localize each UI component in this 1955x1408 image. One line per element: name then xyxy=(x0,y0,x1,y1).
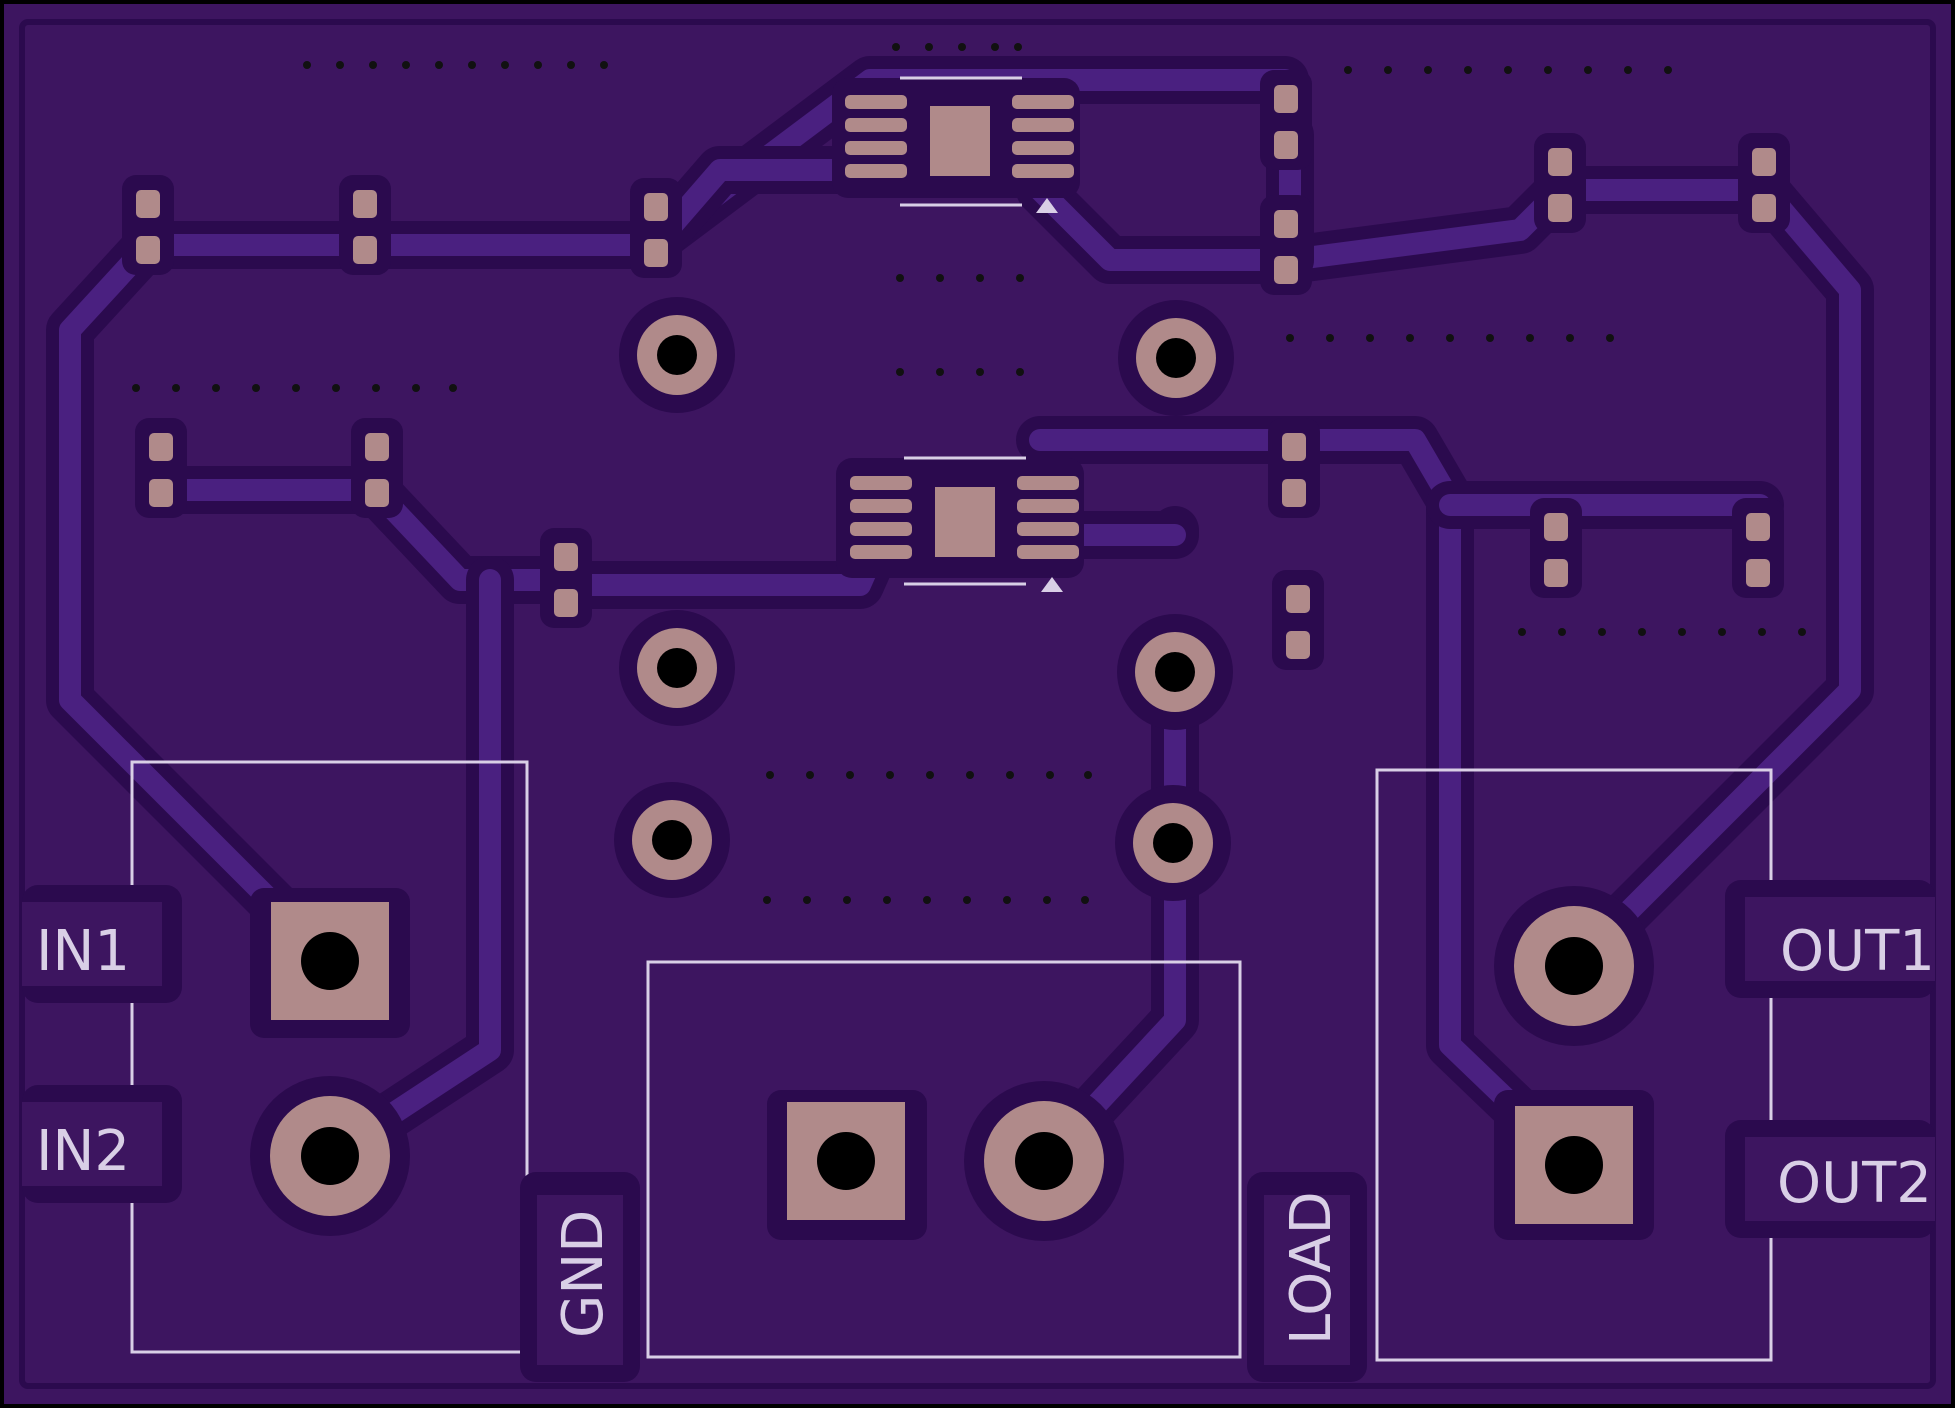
through-hole-pads xyxy=(614,297,1234,901)
copper-pour-edge xyxy=(19,19,1936,1389)
resistor-r6 xyxy=(1534,133,1586,233)
resistor-r7 xyxy=(1738,133,1790,233)
via-rows xyxy=(132,43,1806,904)
via-row-center-1 xyxy=(896,274,1024,282)
connector-load xyxy=(646,960,1242,1359)
ic-u2 xyxy=(836,456,1084,592)
via-row-right-mid xyxy=(1286,334,1614,342)
resistor-r11 xyxy=(1268,418,1320,518)
via-row-top-center xyxy=(892,43,1022,51)
label-gnd: GND xyxy=(551,1210,616,1338)
th-pad-3 xyxy=(619,610,735,726)
via-row-top-left xyxy=(303,61,608,69)
connector-input xyxy=(130,760,529,1354)
via-row-left-mid xyxy=(132,384,457,392)
th-pad-2 xyxy=(1118,300,1234,416)
via-row-top-right xyxy=(1344,66,1672,74)
via-row-center-low-1 xyxy=(766,771,1092,779)
resistor-r2 xyxy=(339,175,391,275)
pin1-marker xyxy=(1036,198,1058,213)
via-row-right-low xyxy=(1518,628,1806,636)
label-load: LOAD xyxy=(1279,1191,1344,1345)
label-out2: OUT2 xyxy=(1777,1151,1932,1216)
resistor-r5 xyxy=(1260,195,1312,295)
resistor-r12 xyxy=(1272,570,1324,670)
via-row-center-low-2 xyxy=(763,896,1089,904)
resistor-r10 xyxy=(540,528,592,628)
label-pads xyxy=(22,880,1935,1382)
th-pad-4 xyxy=(1117,614,1233,730)
smd-resistors xyxy=(122,70,1790,670)
th-pad-1 xyxy=(619,297,735,413)
resistor-r3 xyxy=(630,178,682,278)
resistor-r4 xyxy=(1260,70,1312,170)
resistor-r9 xyxy=(351,418,403,518)
resistor-r14 xyxy=(1732,498,1784,598)
pin1-marker xyxy=(1041,577,1063,592)
resistor-r13 xyxy=(1530,498,1582,598)
resistor-r1 xyxy=(122,175,174,275)
connector-output xyxy=(1375,768,1773,1362)
label-in1: IN1 xyxy=(36,919,130,984)
th-pad-5 xyxy=(614,782,730,898)
via-row-center-2 xyxy=(896,368,1024,376)
resistor-r8 xyxy=(135,418,187,518)
th-pad-6 xyxy=(1115,785,1231,901)
label-out1: OUT1 xyxy=(1780,919,1935,984)
label-in2: IN2 xyxy=(36,1119,130,1184)
ic-u1 xyxy=(832,76,1080,213)
